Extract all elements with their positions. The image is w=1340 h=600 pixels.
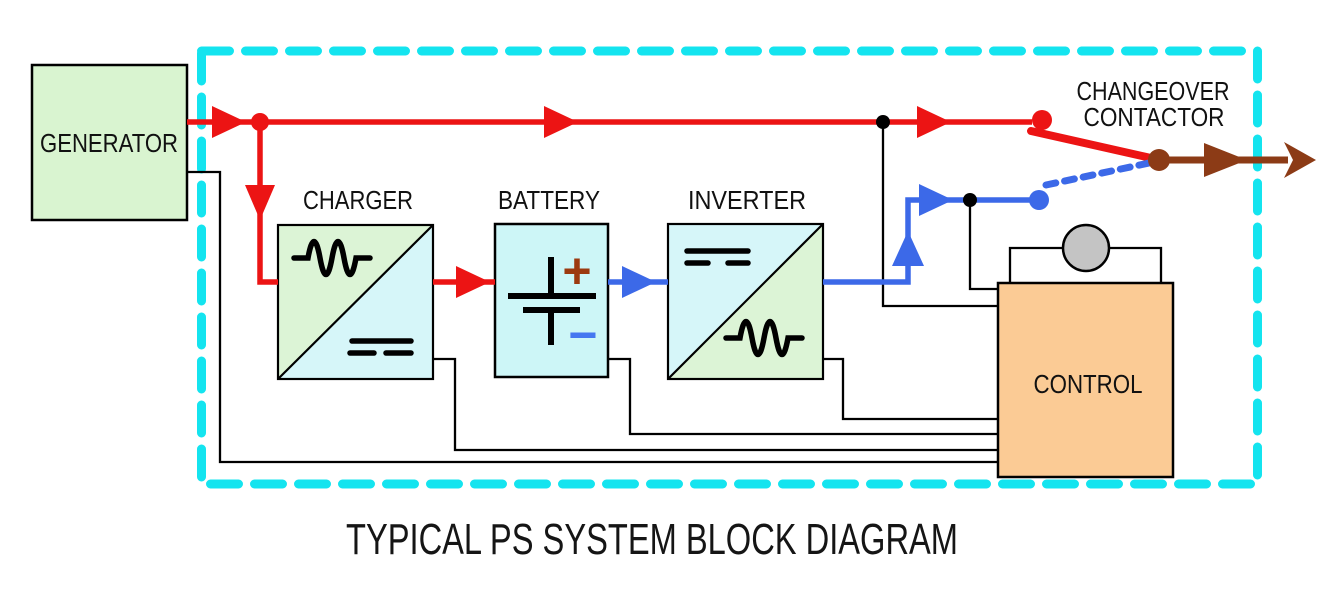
battery-plus-terminal: + [562, 243, 591, 299]
dc-sense-wire [968, 202, 998, 291]
arrow-down-icon [245, 185, 275, 220]
control-signal-wires [187, 124, 1163, 464]
battery-minus-terminal: − [568, 307, 597, 363]
control-label: CONTROL [1034, 369, 1143, 399]
charger-control-wire [433, 357, 998, 452]
ac-sense-tap-dot [876, 115, 890, 129]
battery-label: BATTERY [498, 185, 600, 215]
generator-block: GENERATOR [30, 63, 189, 222]
generator-label: GENERATOR [40, 128, 178, 158]
ac-power-path [187, 106, 1155, 298]
battery-block: + − BATTERY [493, 185, 610, 379]
ac-waveform-icon [723, 318, 805, 358]
inverter-diagonal [667, 223, 824, 380]
changeover-label-line2: CONTACTOR [1084, 102, 1225, 132]
ac-junction-dot [251, 113, 269, 131]
inverter-control-wire [823, 357, 998, 421]
charger-box [276, 223, 435, 381]
changeover-label-line1: CHANGEOVER [1077, 76, 1230, 106]
sense-tap-dots [876, 115, 977, 207]
inverter-block: INVERTER [666, 185, 825, 381]
arrow-right-icon [212, 106, 246, 138]
dc-symbol-icon [347, 338, 414, 356]
charger-label: CHARGER [303, 185, 413, 215]
contactor-pivot-dot [1148, 149, 1170, 171]
generator-control-wire [187, 170, 998, 464]
contactor-blade-closed [1027, 127, 1155, 162]
arrow-right-icon [1204, 143, 1247, 177]
output-path [1148, 142, 1316, 178]
ac-waveform-icon [291, 238, 373, 278]
ac-contact-dot [1032, 110, 1052, 130]
arrow-right-icon [622, 266, 656, 298]
charger-block: CHARGER [276, 185, 435, 381]
battery-control-wire [608, 357, 998, 436]
control-box [996, 281, 1175, 479]
arrow-right-icon [917, 106, 951, 138]
output-arrowhead-icon [1284, 142, 1316, 178]
inverter-output-line [823, 197, 1033, 285]
ac-sense-wire [881, 124, 998, 308]
inverter-label: INVERTER [688, 185, 806, 215]
generator-box [30, 63, 189, 222]
control-block: CONTROL [996, 223, 1175, 479]
inverter-box [666, 222, 825, 381]
dc-symbol-icon [684, 248, 751, 266]
diagram-title: TYPICAL PS SYSTEM BLOCK DIAGRAM [346, 515, 958, 564]
arrow-right-icon [544, 106, 578, 138]
arrow-right-icon [919, 184, 953, 216]
battery-cell-icon [508, 257, 596, 345]
battery-box [493, 222, 610, 379]
ac-charger-feed-line [257, 122, 278, 285]
changeover-contactor-label: CHANGEOVER CONTACTOR [1077, 76, 1230, 132]
dc-contact-dot [1029, 190, 1049, 210]
dc-sense-tap-dot [963, 193, 977, 207]
system-boundary-border [197, 46, 1262, 489]
arrow-up-icon [892, 231, 924, 266]
arrow-right-icon [456, 266, 490, 298]
contactor-coil-icon [1061, 223, 1111, 273]
charger-diagonal [277, 224, 434, 380]
contactor-blade-open [1042, 159, 1153, 189]
